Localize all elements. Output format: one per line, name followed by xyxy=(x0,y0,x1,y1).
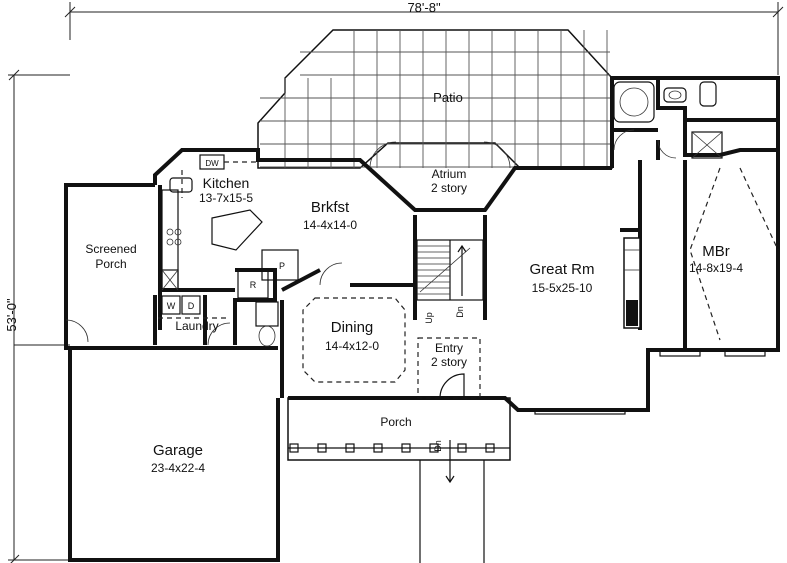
refrigerator-label: R xyxy=(250,280,257,290)
stair-dn-label: Dn xyxy=(455,306,465,318)
dryer-label: D xyxy=(188,301,195,311)
exterior-walls xyxy=(64,76,780,562)
patio-label: Patio xyxy=(433,90,463,105)
depth-dimension xyxy=(8,69,70,563)
garage-label: Garage xyxy=(153,442,203,459)
staircase xyxy=(416,239,484,301)
dining-label: Dining xyxy=(331,319,374,336)
dining-size: 14-4x12-0 xyxy=(325,339,379,353)
porch-dn-label: Dn xyxy=(433,440,443,452)
kitchen-fixtures xyxy=(161,154,263,291)
dining-ceiling xyxy=(302,297,406,383)
laundry-label: Laundry xyxy=(175,319,218,333)
atrium-note: 2 story xyxy=(431,181,467,195)
porch-label: Porch xyxy=(380,415,411,429)
entry-label: Entry xyxy=(435,341,463,355)
pantry-label: P xyxy=(279,261,285,271)
front-porch xyxy=(287,397,511,563)
stair-up-label: Up xyxy=(424,312,434,324)
width-dimension xyxy=(64,2,784,75)
entry-note: 2 story xyxy=(431,355,467,369)
dishwasher-label: DW xyxy=(205,159,219,168)
mbr-size: 14-8x19-4 xyxy=(689,261,743,275)
atrium-doors xyxy=(319,141,511,286)
fireplace xyxy=(623,237,641,329)
mbr-ceiling xyxy=(689,167,721,341)
great-room-size: 15-5x25-10 xyxy=(532,281,593,295)
kitchen-label: Kitchen xyxy=(203,175,250,191)
master-bath xyxy=(613,81,723,159)
brkfst-size: 14-4x14-0 xyxy=(303,218,357,232)
kitchen-size: 13-7x15-5 xyxy=(199,191,253,205)
mbr-ceiling-right xyxy=(739,167,779,251)
width-dimension-label: 78'-8" xyxy=(407,0,441,15)
depth-dimension-label: 53'-0" xyxy=(4,298,19,332)
brkfst-label: Brkfst xyxy=(311,199,350,216)
washer-label: W xyxy=(167,301,176,311)
entry-door xyxy=(439,373,465,399)
pantry-area xyxy=(237,249,299,299)
mbr-label: MBr xyxy=(702,243,730,260)
windows xyxy=(64,200,766,415)
laundry-fixtures xyxy=(65,295,279,347)
interior-walls xyxy=(153,128,687,398)
atrium-label: Atrium xyxy=(432,167,467,181)
screened-porch-label-1: Screened xyxy=(85,242,136,256)
screened-porch-label-2: Porch xyxy=(95,257,126,271)
great-room-label: Great Rm xyxy=(529,261,594,278)
garage-size: 23-4x22-4 xyxy=(151,461,205,475)
